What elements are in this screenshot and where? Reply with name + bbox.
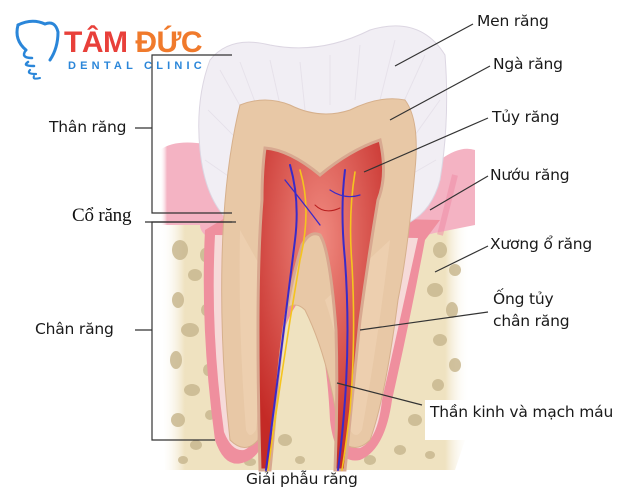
label-nerves-vessels: Thần kinh và mạch máu — [430, 403, 614, 421]
logo-subtitle: DENTAL CLINIC — [68, 60, 206, 72]
label-root-canal-line2: chân răng — [493, 312, 570, 330]
bone-texture — [170, 240, 461, 466]
diagram-title: Giải phẫu răng — [246, 470, 358, 488]
logo-title-part2: ĐỨC — [135, 26, 203, 59]
tooth-implant-icon — [15, 19, 60, 80]
label-crown: Thân răng — [49, 118, 127, 136]
leader-lines — [135, 23, 491, 441]
label-neck: Cổ răng — [72, 205, 132, 226]
label-alveolar-bone: Xương ổ răng — [490, 235, 593, 253]
label-gum: Nướu răng — [490, 166, 570, 184]
label-root: Chân răng — [35, 320, 114, 338]
logo-title: TÂM ĐỨC — [64, 26, 203, 59]
label-root-canal-line1: Ống tủy — [493, 290, 554, 308]
label-root-canal: Ống tủy chân răng — [493, 288, 570, 332]
logo-title-part1: TÂM — [64, 26, 128, 59]
label-pulp: Tủy răng — [492, 108, 560, 126]
label-enamel: Men răng — [477, 12, 549, 30]
label-dentin: Ngà răng — [493, 55, 563, 73]
nerves-and-vessels — [265, 164, 361, 471]
